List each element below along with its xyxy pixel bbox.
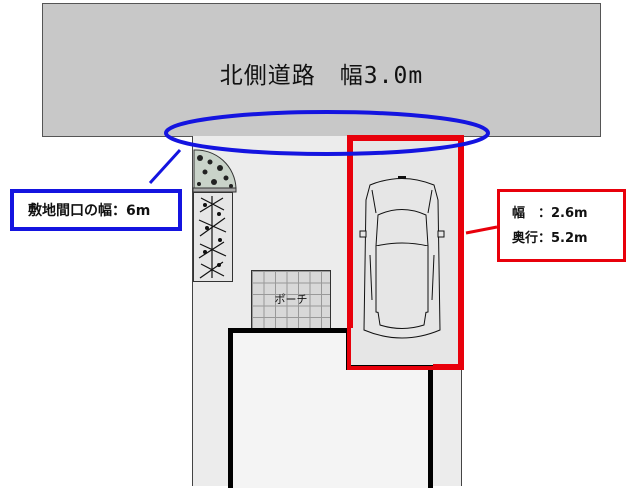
parking-width-text: 幅 ：2.6m [512,206,588,221]
parking-size-callout: 幅 ：2.6m 奥行：5.2m [497,189,626,262]
road-label: 北側道路 幅3.0m [219,63,424,89]
frontage-width-callout: 敷地間口の幅：6m [10,189,182,231]
planter [193,192,233,282]
porch: ポーチ [251,270,331,330]
porch-label: ポーチ [274,293,308,306]
frontage-width-text: 敷地間口の幅：6m [28,203,151,219]
parking-depth-text: 奥行：5.2m [512,231,588,246]
north-road: 北側道路 幅3.0m [42,3,601,137]
